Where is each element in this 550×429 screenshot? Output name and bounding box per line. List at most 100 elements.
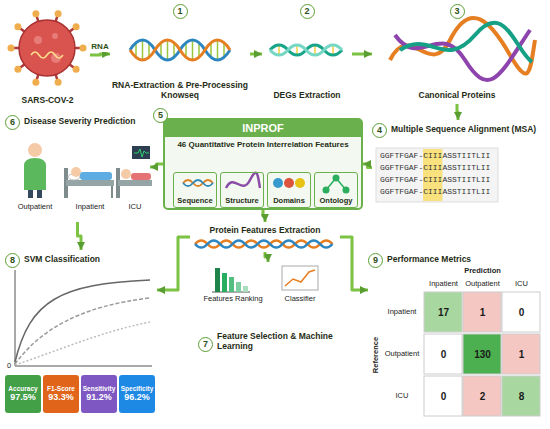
feature-label: Sequence xyxy=(177,197,212,205)
row-header: Outpatient xyxy=(381,334,423,375)
process-step: 9Performance Metrics xyxy=(368,250,545,425)
matrix-cell: 0 xyxy=(502,292,541,333)
metric-tile: Sensitivity91.2% xyxy=(81,375,117,413)
matrix-cell: 0 xyxy=(424,376,463,417)
ranking-icon xyxy=(236,282,241,292)
virus-illustration xyxy=(80,45,87,52)
gene-fragments xyxy=(270,45,342,55)
ranking-icon xyxy=(243,286,248,292)
flow-arrow xyxy=(265,252,268,262)
protein-ribbon xyxy=(390,18,535,80)
step-number: 6 xyxy=(5,115,20,130)
confusion-matrix xyxy=(463,292,501,332)
confusion-matrix xyxy=(424,376,462,416)
protein-ribbon xyxy=(395,30,530,80)
flow-arrow xyxy=(363,164,372,168)
virus-illustration xyxy=(19,20,75,76)
flow-arrow xyxy=(78,222,82,250)
axis-title: Prediction xyxy=(424,266,541,277)
matrix-cell: 1 xyxy=(463,292,502,333)
step-title: DEGs Extraction xyxy=(273,91,340,101)
pathogen-node: SARS-COV-2 xyxy=(5,5,90,105)
feature-box: Structure xyxy=(220,172,264,208)
flow-arrow xyxy=(263,210,265,222)
matrix-cell: 2 xyxy=(463,376,502,417)
feature-label: Ontology xyxy=(320,197,353,205)
step-number: 2 xyxy=(300,4,315,19)
flow-arrow xyxy=(250,53,262,56)
confusion-matrix xyxy=(424,292,462,332)
node-label: SARS-COV-2 xyxy=(22,95,74,105)
figure-label: Inpatient xyxy=(66,202,114,213)
node-label: Protein Features Extraction xyxy=(209,225,320,235)
step-number: 8 xyxy=(5,253,20,268)
patient-figures xyxy=(24,143,152,198)
flow-arrow xyxy=(90,54,110,55)
patient-figures xyxy=(134,149,149,157)
matrix-cell: 17 xyxy=(424,292,463,333)
flow-arrow xyxy=(150,164,163,167)
confusion-matrix xyxy=(502,292,540,332)
confusion-matrix xyxy=(463,334,501,374)
protein-strand xyxy=(195,241,333,248)
process-step: Protein Features Extraction xyxy=(190,222,340,252)
metric-tile: Accuracy97.5% xyxy=(5,375,41,413)
flow-arrow xyxy=(157,237,190,290)
axis-tick: 0 xyxy=(4,361,14,371)
flow-arrow xyxy=(340,237,368,290)
metric-value: 96.2% xyxy=(124,392,150,403)
classifier-icon xyxy=(282,266,318,290)
step-title: SVM Classification xyxy=(24,253,157,265)
virus-illustration xyxy=(32,79,39,86)
svm-chart xyxy=(15,270,152,366)
metric-value: 93.3% xyxy=(48,392,74,403)
patient-figures xyxy=(111,186,113,198)
box-heading: INPROF xyxy=(165,120,361,137)
axis-title: Reference xyxy=(371,325,381,385)
patient-figures xyxy=(118,180,152,186)
process-step: 3Canonical Proteins xyxy=(372,4,542,104)
virus-illustration xyxy=(34,36,42,44)
step-title: Performance Metrics xyxy=(387,253,545,265)
figure-label: ICU xyxy=(118,202,152,213)
feature-box: Domains xyxy=(267,172,311,208)
step-title: Feature Selection & Machine Learning xyxy=(217,330,338,352)
virus-illustration xyxy=(31,52,63,58)
step-title: RNA-Extraction & Pre-Processing Knowseq xyxy=(110,81,250,101)
row-header: ICU xyxy=(381,376,423,417)
process-step: 1RNA-Extraction & Pre-Processing Knowseq xyxy=(110,4,250,104)
step-number: 7 xyxy=(198,337,213,352)
svm-chart xyxy=(15,270,152,366)
step-title: Disease Severity Prediction xyxy=(24,115,150,127)
feature-box: Sequence xyxy=(173,172,217,208)
step-title: Multiple Sequence Alignment (MSA) xyxy=(391,123,544,135)
feature-label: Structure xyxy=(225,197,258,205)
gene-fragments xyxy=(270,45,342,55)
dna-helix xyxy=(130,40,230,60)
box-subtitle: 46 Quantitative Protein Interrelation Fe… xyxy=(165,137,361,153)
column-header: ICU xyxy=(502,279,541,290)
ranking-icon xyxy=(215,268,220,292)
metric-value: 91.2% xyxy=(86,392,112,403)
process-step: 7 Feature Selection & Machine Learning xyxy=(198,262,338,352)
metric-name: Sensitivity xyxy=(83,385,116,392)
alignment-block xyxy=(376,148,498,202)
sequence-row: GGFTFGAF-CIIIASSTIITLII xyxy=(380,150,495,161)
protein-ribbon xyxy=(390,18,535,74)
virus-illustration xyxy=(73,23,80,30)
step-number: 3 xyxy=(450,4,465,19)
matrix-cell: 1 xyxy=(502,334,541,375)
virus-illustration xyxy=(8,10,87,85)
confusion-matrix xyxy=(502,376,540,416)
patient-figures xyxy=(37,190,42,198)
figure-label: Outpatient xyxy=(10,202,60,213)
confusion-matrix xyxy=(502,334,540,374)
patient-figures xyxy=(121,169,131,179)
metric-name: Specificity xyxy=(121,385,154,392)
metric-tile: Specificity96.2% xyxy=(119,375,155,413)
process-step: 2DEGs Extraction xyxy=(262,4,352,104)
gene-fragments xyxy=(270,45,342,55)
